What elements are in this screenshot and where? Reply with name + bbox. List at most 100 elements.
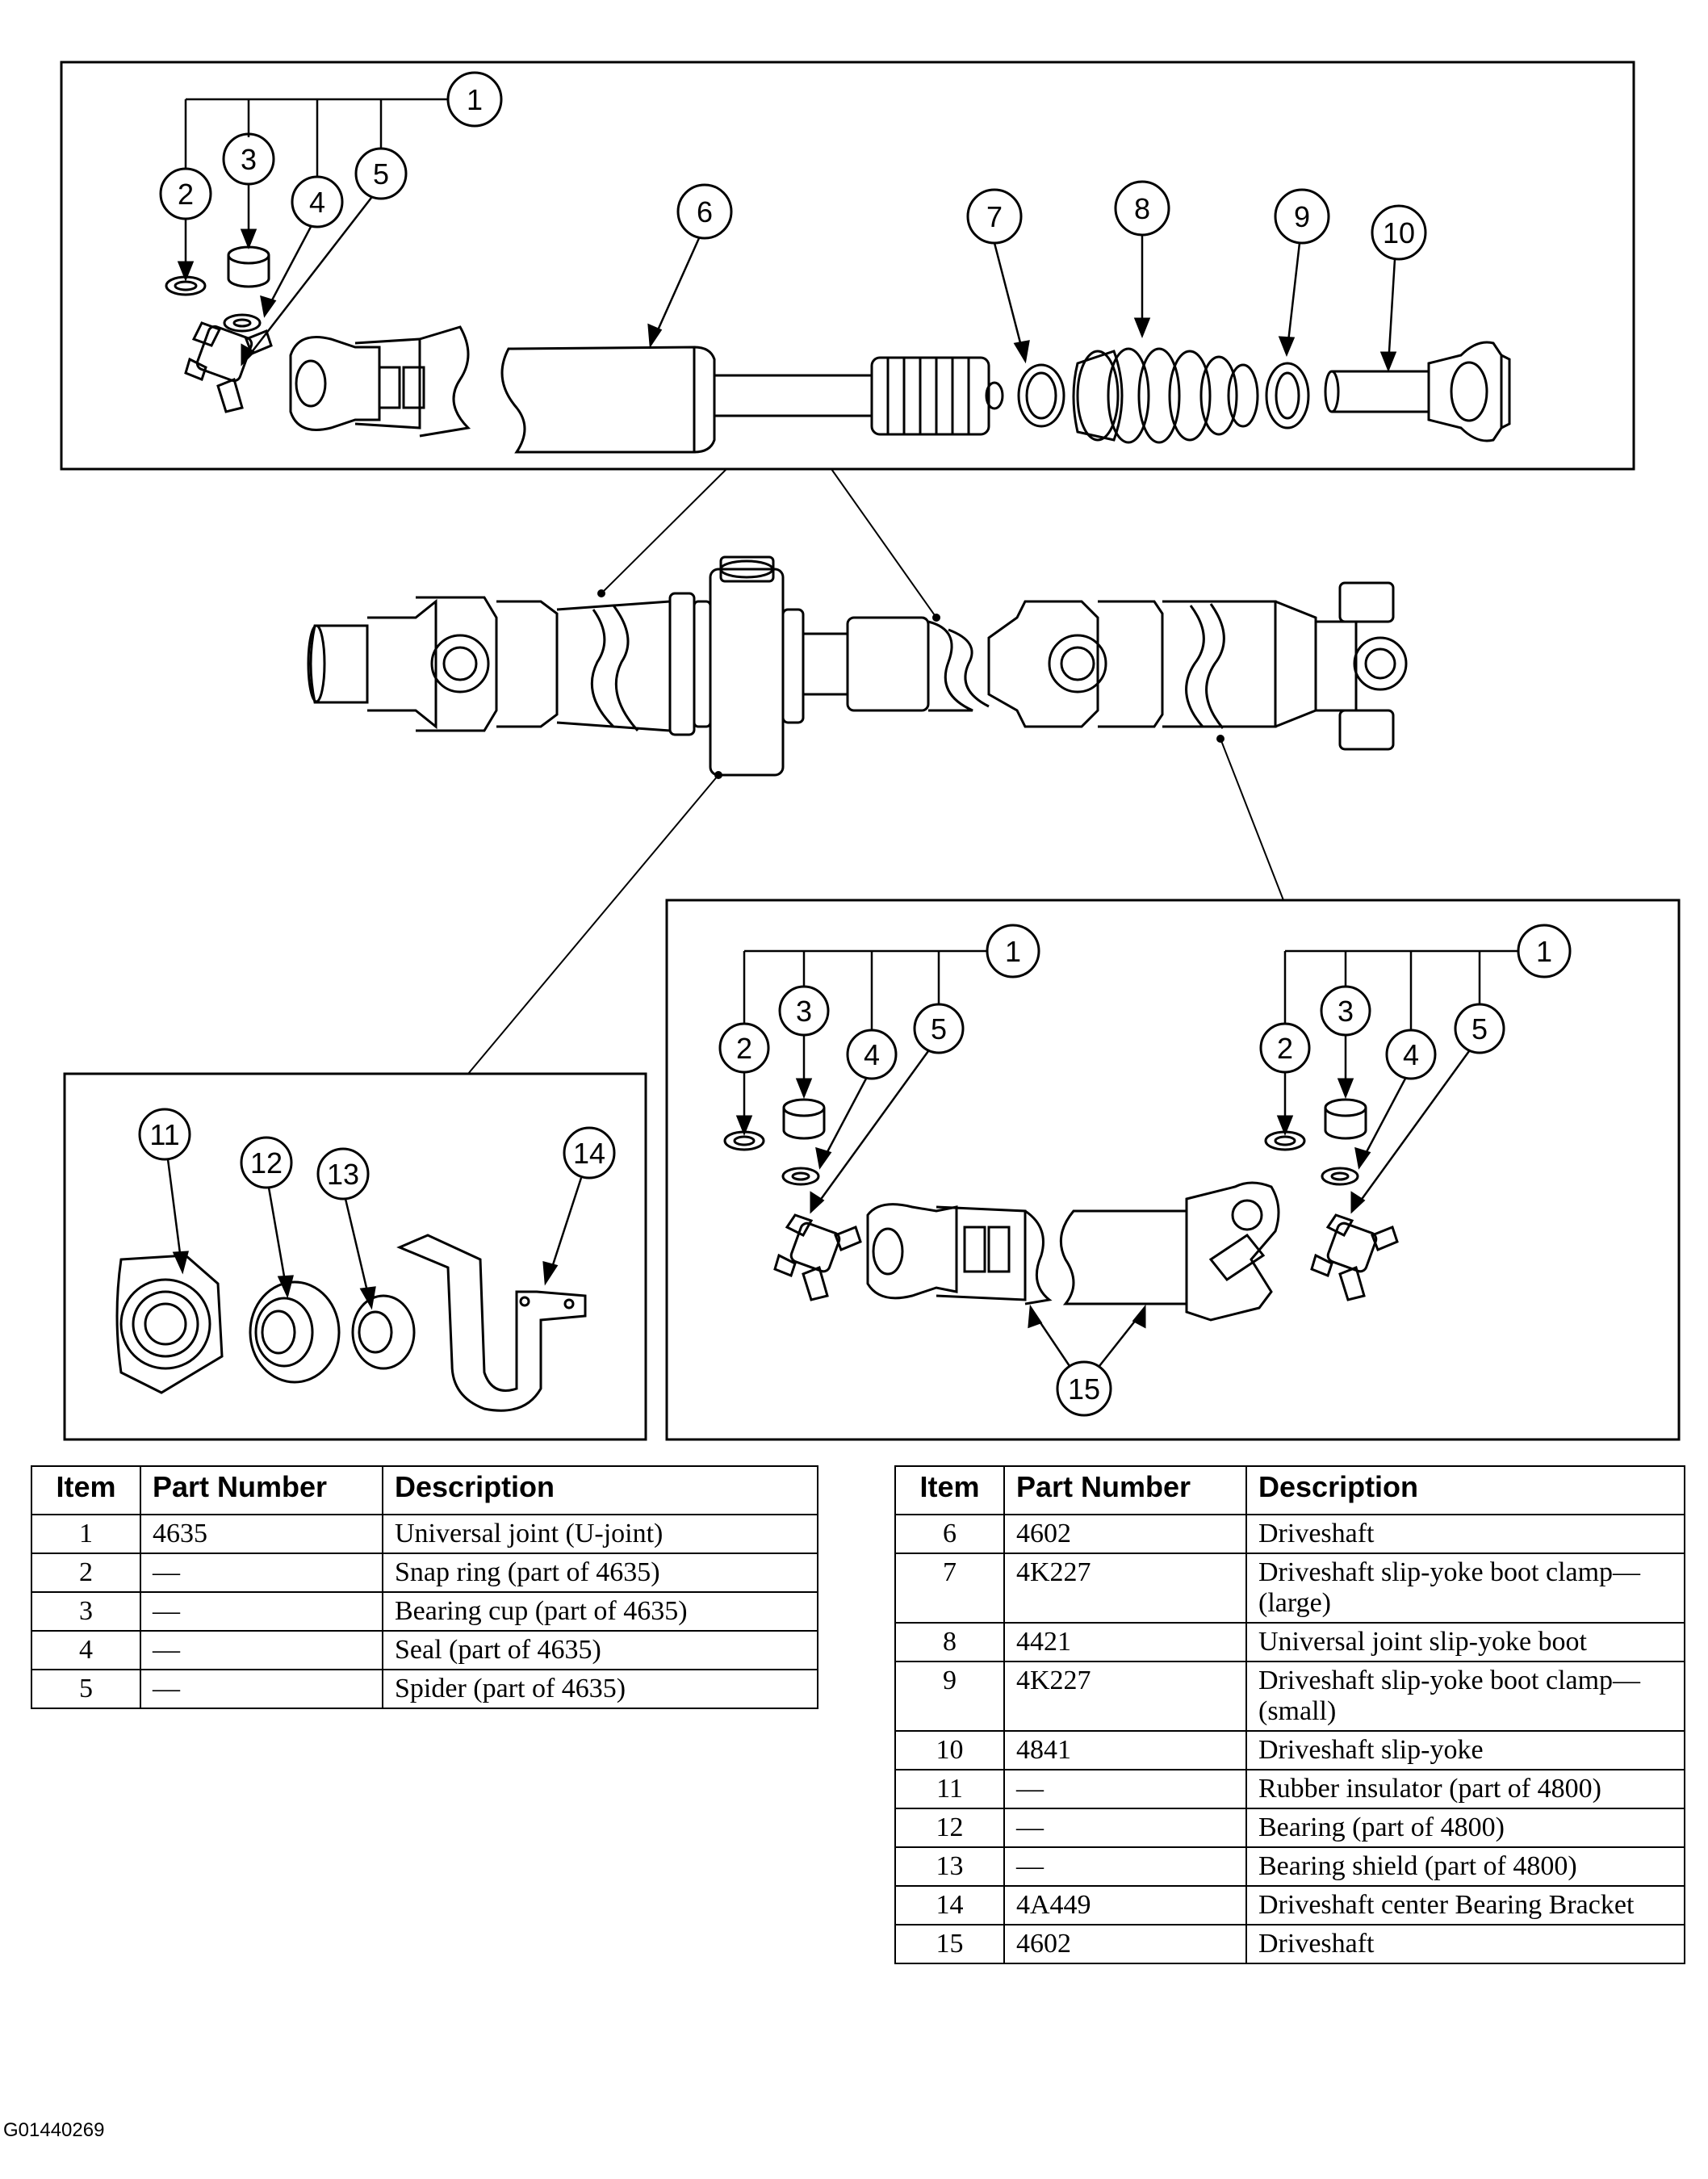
svg-text:12: 12 [250, 1146, 283, 1180]
cell-description: Seal (part of 4635) [382, 1630, 818, 1670]
callout-8: 8 [1114, 180, 1170, 339]
rear-right-snap-ring [1264, 1130, 1306, 1151]
svg-text:4: 4 [309, 186, 325, 219]
bearing-bracket-part [396, 1234, 587, 1412]
col-header-part-number: Part Number [1003, 1465, 1247, 1515]
svg-text:4: 4 [1403, 1038, 1419, 1071]
cell-item: 3 [31, 1591, 141, 1632]
col-header-description: Description [1245, 1465, 1685, 1515]
callout-15: 15 [1028, 1304, 1146, 1417]
front-yoke [289, 325, 471, 438]
rear-right-bearing-cup [1324, 1098, 1367, 1140]
rear-right-callout-2: 2 [1259, 1022, 1311, 1137]
svg-text:2: 2 [1277, 1032, 1293, 1065]
cell-description: Bearing shield (part of 4800) [1245, 1846, 1685, 1887]
svg-text:11: 11 [149, 1118, 179, 1151]
cell-item: 4 [31, 1630, 141, 1670]
svg-text:2: 2 [736, 1032, 752, 1065]
callout-1-bracket [184, 98, 448, 178]
rear-left-bearing-cup [782, 1098, 826, 1140]
assembled-driveshaft [307, 555, 1408, 777]
leader-lines-top [467, 468, 1284, 1075]
bearing-part [249, 1280, 341, 1384]
table-header-row: Item Part Number Description [894, 1465, 1685, 1515]
rear-right-spider [1310, 1213, 1399, 1301]
svg-text:5: 5 [1471, 1012, 1488, 1046]
cell-part-number: — [140, 1630, 383, 1670]
cell-description: Bearing cup (part of 4635) [382, 1591, 818, 1632]
cell-part-number: 4K227 [1003, 1661, 1247, 1732]
cell-item: 8 [894, 1622, 1005, 1662]
cell-item: 12 [894, 1808, 1005, 1848]
rear-right-seal [1321, 1167, 1359, 1186]
svg-text:14: 14 [573, 1137, 605, 1170]
col-header-item: Item [894, 1465, 1005, 1515]
callout-1: 1 [446, 71, 503, 128]
cell-description: Universal joint (U-joint) [382, 1514, 818, 1554]
rear-left-callout-3: 3 [778, 985, 830, 1100]
figure-code: G01440269 [3, 2119, 105, 2141]
slip-yoke [1324, 341, 1511, 442]
callout-6: 6 [647, 183, 733, 349]
rear-left-seal [781, 1167, 820, 1186]
cell-item: 9 [894, 1661, 1005, 1732]
cell-description: Driveshaft slip-yoke boot clamp— (large) [1245, 1553, 1685, 1624]
rear-right-callout-5: 5 [1350, 1003, 1505, 1214]
table-row: 11—Rubber insulator (part of 4800) [894, 1769, 1685, 1809]
svg-text:5: 5 [373, 157, 389, 191]
cell-part-number: 4A449 [1003, 1885, 1247, 1925]
svg-text:2: 2 [178, 178, 194, 211]
svg-text:13: 13 [327, 1158, 359, 1191]
svg-text:7: 7 [986, 200, 1003, 233]
callout-14: 14 [542, 1126, 616, 1286]
cell-part-number: — [1003, 1846, 1247, 1887]
boot-clamp-small [1265, 362, 1310, 430]
col-header-description: Description [382, 1465, 818, 1515]
svg-text:6: 6 [697, 195, 713, 228]
cell-part-number: — [140, 1553, 383, 1593]
cell-description: Spider (part of 4635) [382, 1669, 818, 1709]
cell-description: Driveshaft center Bearing Bracket [1245, 1885, 1685, 1925]
table-row: 2—Snap ring (part of 4635) [31, 1553, 818, 1593]
cell-part-number: 4K227 [1003, 1553, 1247, 1624]
col-header-part-number: Part Number [140, 1465, 383, 1515]
svg-text:3: 3 [241, 143, 257, 176]
bearing-cup-part [227, 245, 270, 288]
svg-text:10: 10 [1383, 216, 1415, 249]
slip-yoke-boot [1072, 347, 1259, 444]
cell-part-number: 4421 [1003, 1622, 1247, 1662]
rear-right-callout-bracket [1283, 949, 1518, 1030]
front-driveshaft-panel [60, 61, 1635, 471]
rear-left-callout-bracket [743, 949, 986, 1030]
cell-item: 13 [894, 1846, 1005, 1887]
rear-right-callout-3: 3 [1320, 985, 1371, 1100]
cell-part-number: 4602 [1003, 1924, 1247, 1964]
svg-text:5: 5 [931, 1012, 947, 1046]
cell-item: 15 [894, 1924, 1005, 1964]
bearing-shield-part [351, 1294, 416, 1370]
cell-description: Snap ring (part of 4635) [382, 1553, 818, 1593]
svg-text:1: 1 [1536, 935, 1552, 968]
cell-item: 5 [31, 1669, 141, 1709]
rubber-insulator-part [115, 1254, 224, 1394]
cell-item: 1 [31, 1514, 141, 1554]
table-header-row: Item Part Number Description [31, 1465, 818, 1515]
cell-description: Driveshaft [1245, 1924, 1685, 1964]
cell-description: Universal joint slip-yoke boot [1245, 1622, 1685, 1662]
col-header-item: Item [31, 1465, 141, 1515]
cell-item: 6 [894, 1514, 1005, 1554]
svg-text:1: 1 [467, 83, 483, 116]
callout-4: 4 [260, 175, 344, 318]
svg-text:8: 8 [1134, 192, 1150, 225]
table-row: 4—Seal (part of 4635) [31, 1630, 818, 1670]
rear-driveshaft-tube [866, 1181, 1280, 1322]
svg-text:3: 3 [1338, 995, 1354, 1028]
